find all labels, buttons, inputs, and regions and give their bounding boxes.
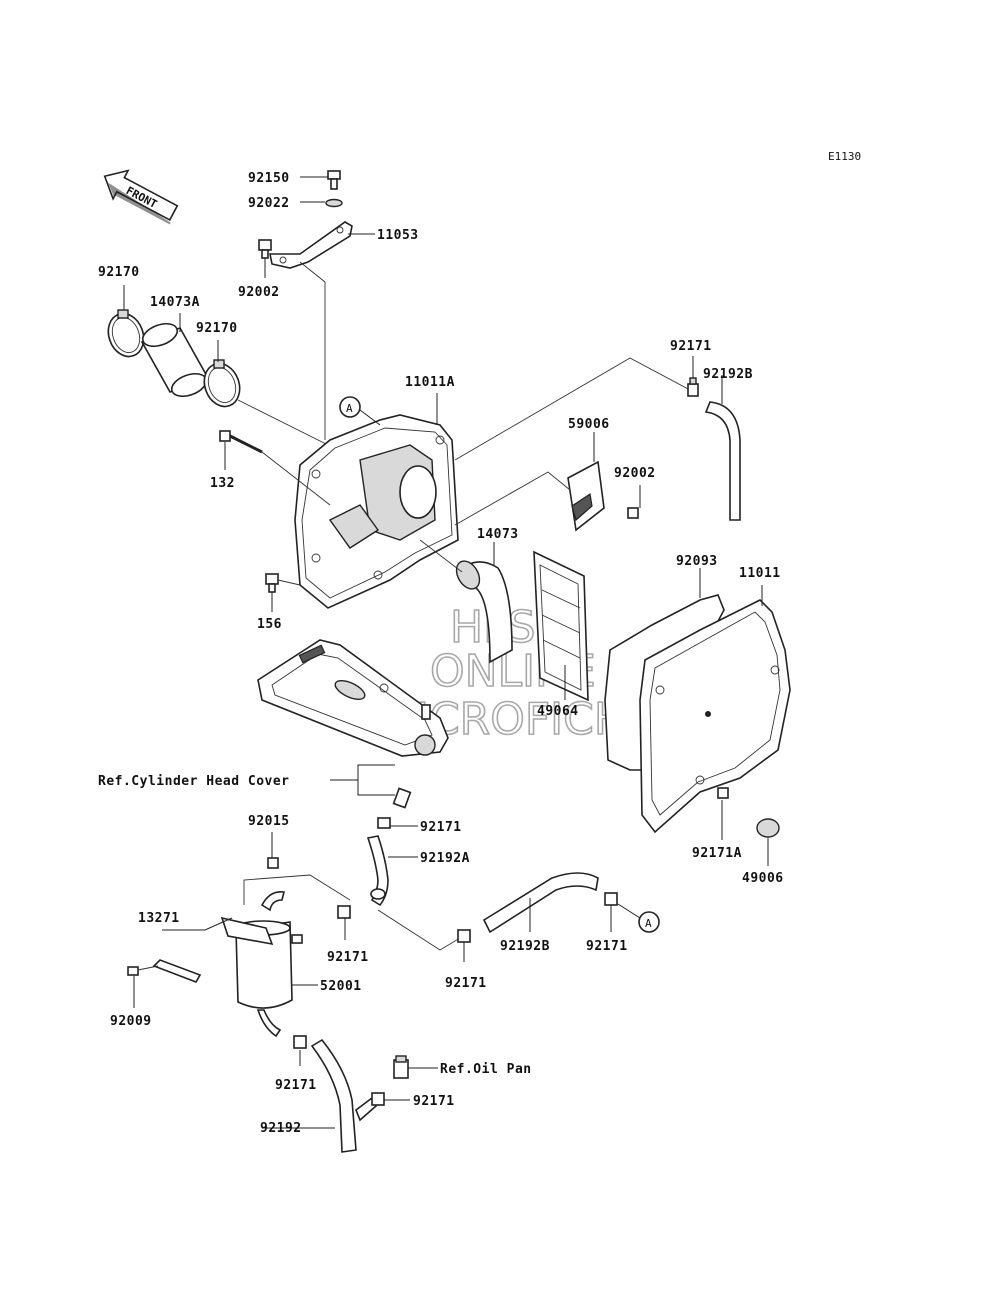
- label-13271: 13271: [138, 911, 180, 926]
- label-92170-left: 92170: [98, 265, 140, 280]
- label-92171-oil: 92171: [413, 1094, 455, 1109]
- label-11053: 11053: [377, 228, 419, 243]
- label-14073: 14073: [477, 527, 519, 542]
- label-52001: 52001: [320, 979, 362, 994]
- label-92150: 92150: [248, 171, 290, 186]
- front-arrow-icon: FRONT: [103, 169, 179, 225]
- label-92170-right: 92170: [196, 321, 238, 336]
- clamp-92171-oil: [371, 1092, 385, 1106]
- svg-text:Ref.Cylinder Head Cover: Ref.Cylinder Head Cover: [98, 774, 290, 789]
- bolt-92150: [327, 170, 341, 190]
- svg-text:A: A: [645, 917, 652, 930]
- duct-14073A: [140, 322, 210, 398]
- label-92002-top: 92002: [238, 285, 280, 300]
- label-92171-mid: 92171: [445, 976, 487, 991]
- hose-92192B-top: [704, 401, 741, 521]
- hose-92192A: [366, 835, 389, 907]
- label-92009: 92009: [110, 1014, 152, 1029]
- label-156: 156: [257, 617, 282, 632]
- clamp-92171-sep: [337, 888, 386, 919]
- bolt-132: [219, 430, 263, 454]
- clamp-92170-right: [203, 359, 241, 408]
- ref-oil-pan: Ref.Oil Pan: [440, 1062, 532, 1077]
- duct-14073: [455, 560, 513, 664]
- washer-92022: [325, 198, 343, 208]
- diagram-code: E1130: [828, 150, 861, 163]
- oil-pan-fitting: [393, 1055, 409, 1079]
- svg-text:A: A: [346, 402, 353, 415]
- separator-52001: [235, 890, 303, 1038]
- label-92171-sep: 92171: [327, 950, 369, 965]
- label-92171A: 92171A: [692, 846, 742, 861]
- nut-92015: [267, 857, 279, 869]
- clamp-92171-A: [604, 892, 618, 906]
- hose-92192: [310, 1038, 377, 1153]
- cylinder-head-cover: [257, 639, 449, 757]
- screw-92009: [127, 966, 139, 976]
- label-11011A: 11011A: [405, 375, 455, 390]
- ref-cylinder-head-cover: Ref.Cylinder Head Cover: [98, 764, 395, 796]
- clamp-92171-top: [687, 377, 699, 397]
- clamp-92171-bot: [293, 1035, 307, 1049]
- element-49064: [533, 550, 589, 702]
- label-92192A: 92192A: [420, 851, 470, 866]
- label-14073A: 14073A: [150, 295, 200, 310]
- label-92192B-low: 92192B: [500, 939, 550, 954]
- label-132: 132: [210, 476, 235, 491]
- housing-11011A: [294, 414, 459, 609]
- label-92171-bot: 92171: [275, 1078, 317, 1093]
- cap-49006: [756, 818, 780, 838]
- plate-59006: [567, 460, 605, 532]
- label-92015: 92015: [248, 814, 290, 829]
- label-92171-cover: 92171: [420, 820, 462, 835]
- label-11011: 11011: [739, 566, 781, 581]
- bolt-156: [265, 573, 279, 593]
- bracket-11053: [269, 221, 353, 269]
- clamp-92171-mid: [457, 929, 471, 943]
- label-92093: 92093: [676, 554, 718, 569]
- label-92171-top: 92171: [670, 339, 712, 354]
- clamp-92171A: [717, 787, 729, 799]
- label-92192B-top: 92192B: [703, 367, 753, 382]
- callout-a-bottom: A: [617, 903, 660, 933]
- screw-92002-mid: [627, 507, 639, 519]
- bracket-13271: [152, 916, 274, 983]
- label-92192: 92192: [260, 1121, 302, 1136]
- label-49064: 49064: [537, 704, 579, 719]
- bolt-92002-top: [258, 239, 272, 259]
- elbow-cover-fitting: [392, 787, 412, 809]
- hose-92192B-low: [482, 872, 599, 934]
- label-92171-A: 92171: [586, 939, 628, 954]
- cover-11011: [639, 599, 791, 834]
- label-92022: 92022: [248, 196, 290, 211]
- label-92002-mid: 92002: [614, 466, 656, 481]
- clamp-92170-left: [107, 309, 145, 358]
- clamp-92171-cover: [377, 817, 391, 829]
- callout-a-top: A: [339, 396, 381, 426]
- label-59006: 59006: [568, 417, 610, 432]
- label-49006: 49006: [742, 871, 784, 886]
